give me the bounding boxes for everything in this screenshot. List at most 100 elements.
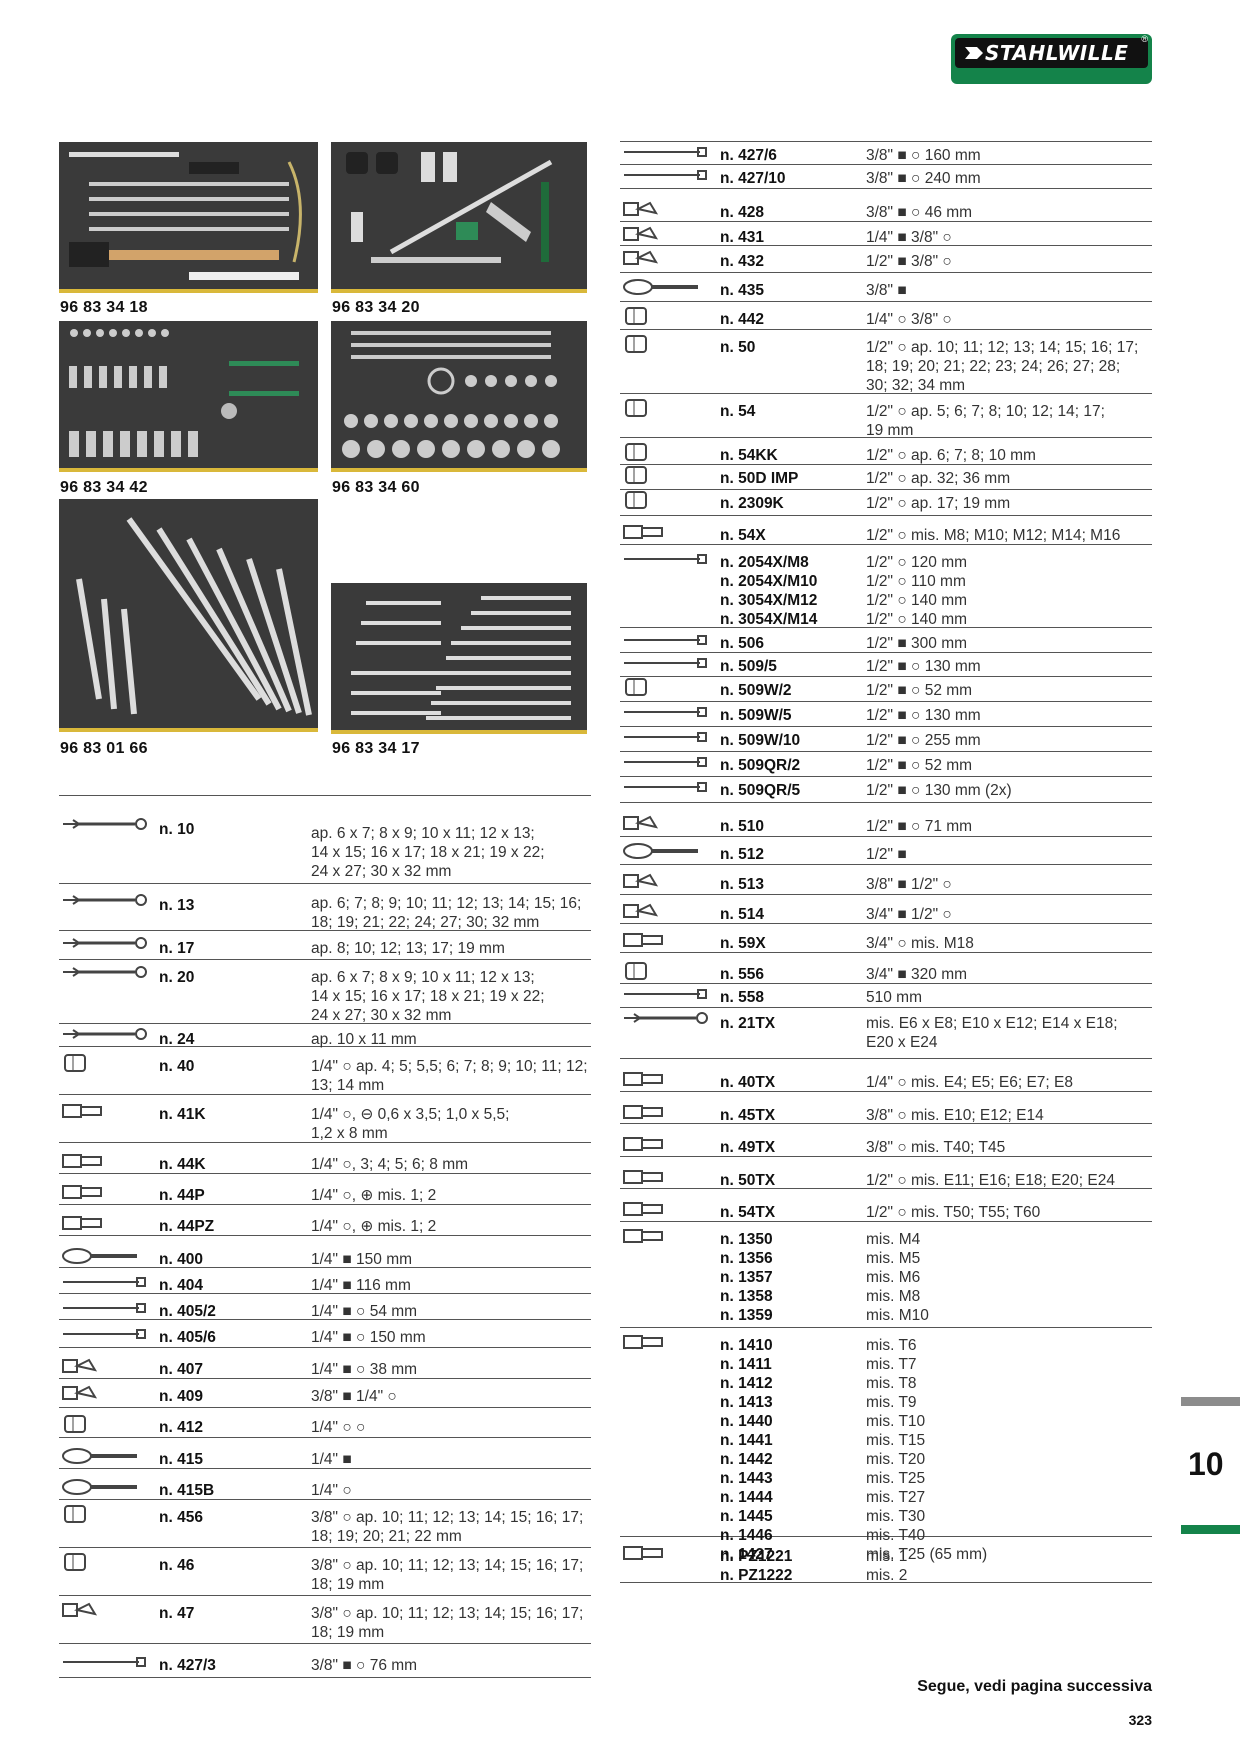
- tool-number: n. 21TX: [720, 1015, 776, 1032]
- tool-icon: [620, 901, 712, 921]
- tool-number: n. 49TX: [720, 1139, 776, 1156]
- logo-text: STAHLWILLE: [985, 41, 1129, 65]
- tool-spec: 1/2" ■ ○ 52 mm: [866, 682, 973, 699]
- logo-wrench-icon: [965, 47, 983, 59]
- tools-image: [351, 596, 571, 720]
- tool-number: n. 46: [159, 1557, 195, 1574]
- tool-icon: [59, 1182, 151, 1202]
- tool-spec: 3/8" ■ 1/4" ○: [311, 1388, 397, 1405]
- photo-label-3: 96 83 34 42: [60, 479, 148, 496]
- tool-icon: [620, 1332, 712, 1352]
- tool-spec: 3/8" ■ ○ 46 mm: [866, 204, 973, 221]
- tool-number: n. 41K: [159, 1106, 206, 1123]
- tools-image: [69, 152, 302, 280]
- tool-number: n. 54KK: [720, 447, 778, 464]
- stahlwille-logo: STAHLWILLE ®: [951, 34, 1152, 84]
- tool-spec: 3/8" ■: [866, 282, 907, 299]
- tool-spec: 1/2" ○ ap. 5; 6; 7; 8; 10; 12; 14; 17; 1…: [866, 403, 1105, 439]
- right-row: n. 1410 n. 1411 n. 1412 n. 1413 n. 1440 …: [620, 1328, 1152, 1563]
- tool-number: n. 415B: [159, 1482, 215, 1499]
- left-table-topline: [59, 795, 591, 796]
- tool-number: n. 50TX: [720, 1172, 776, 1189]
- tool-spec: ap. 6; 7; 8; 9; 10; 11; 12; 13; 14; 15; …: [311, 895, 582, 931]
- tool-spec: 1/2" ○ mis. T50; T55; T60: [866, 1204, 1041, 1221]
- tool-icon: [620, 306, 712, 326]
- tool-number: n. 405/2: [159, 1303, 216, 1320]
- page-number: 323: [1128, 1712, 1152, 1728]
- tool-spec: 1/4" ■: [311, 1451, 352, 1468]
- left-row: n. 13 ap. 6; 7; 8; 9; 10; 11; 12; 13; 14;…: [59, 884, 591, 931]
- tool-number: n. 435: [720, 282, 764, 299]
- tool-spec: 1/2" ■ ○ 255 mm: [866, 732, 981, 749]
- right-row: n. 49TX 3/8" ○ mis. T40; T45: [620, 1124, 1152, 1157]
- tool-number: n. 509W/10: [720, 732, 801, 749]
- tool-icon: [59, 1652, 151, 1672]
- tool-spec: mis. T6 mis. T7 mis. T8 mis. T9 mis. T10…: [866, 1337, 988, 1563]
- tool-number: n. 44K: [159, 1156, 206, 1173]
- tool-spec: 510 mm: [866, 989, 922, 1006]
- tool-spec: 3/8" ○ mis. E10; E12; E14: [866, 1107, 1044, 1124]
- tool-spec: 1/4" ○: [311, 1482, 352, 1499]
- photo-label-1: 96 83 34 18: [60, 299, 148, 316]
- tool-spec: 1/4" ○ ○: [311, 1419, 366, 1436]
- tool-icon: [59, 1151, 151, 1171]
- tool-number: n. 427/6: [720, 147, 777, 164]
- tool-number: n. 428: [720, 204, 764, 221]
- tool-icon: [620, 522, 712, 542]
- tool-spec: 1/4" ○, ⊕ mis. 1; 2: [311, 1218, 437, 1235]
- tool-spec: 3/8" ■ 1/2" ○: [866, 876, 952, 893]
- tool-number: n. 13: [159, 897, 195, 914]
- tool-spec: 1/4" ○, ⊕ mis. 1; 2: [311, 1187, 437, 1204]
- tool-spec: 1/2" ○ mis. M8; M10; M12; M14; M16: [866, 527, 1121, 544]
- tool-spec: 1/2" ○ ap. 6; 7; 8; 10 mm: [866, 447, 1036, 464]
- tool-number: n. 412: [159, 1419, 203, 1436]
- tool-number: n. 556: [720, 966, 764, 983]
- tool-icon: [620, 224, 712, 244]
- section-tab-accent: [1181, 1525, 1240, 1534]
- tool-number: n. 59X: [720, 935, 766, 952]
- tool-icon: [59, 1552, 151, 1572]
- tool-icon: [59, 816, 151, 836]
- tool-number: n. 17: [159, 940, 195, 957]
- tool-icon: [620, 490, 712, 510]
- tool-number: n. 509/5: [720, 658, 777, 675]
- right-row: n. 427/10 3/8" ■ ○ 240 mm: [620, 165, 1152, 189]
- tool-spec: 3/8" ○ mis. T40; T45: [866, 1139, 1006, 1156]
- tool-icon: [59, 935, 151, 955]
- tool-icon: [59, 1383, 151, 1403]
- continued-note: Segue, vedi pagina successiva: [917, 1678, 1152, 1695]
- tool-number: n. 510: [720, 818, 764, 835]
- tool-number: n. 50: [720, 339, 756, 356]
- tool-icon: [620, 1543, 712, 1563]
- tool-spec: 1/2" ○ ap. 17; 19 mm: [866, 495, 1011, 512]
- right-row: n. 428 3/8" ■ ○ 46 mm: [620, 189, 1152, 222]
- tool-number: n. 427/3: [159, 1657, 216, 1674]
- tool-number: n. 506: [720, 635, 764, 652]
- right-row: n. 435 3/8" ■: [620, 273, 1152, 302]
- tool-spec: 1/2" ■: [866, 846, 907, 863]
- tool-number: n. 427/10: [720, 170, 786, 187]
- tool-icon: [620, 871, 712, 891]
- tool-spec: 1/4" ○ mis. E4; E5; E6; E7; E8: [866, 1074, 1073, 1091]
- tool-spec: 3/8" ■ ○ 240 mm: [866, 170, 981, 187]
- tool-number: n. 513: [720, 876, 764, 893]
